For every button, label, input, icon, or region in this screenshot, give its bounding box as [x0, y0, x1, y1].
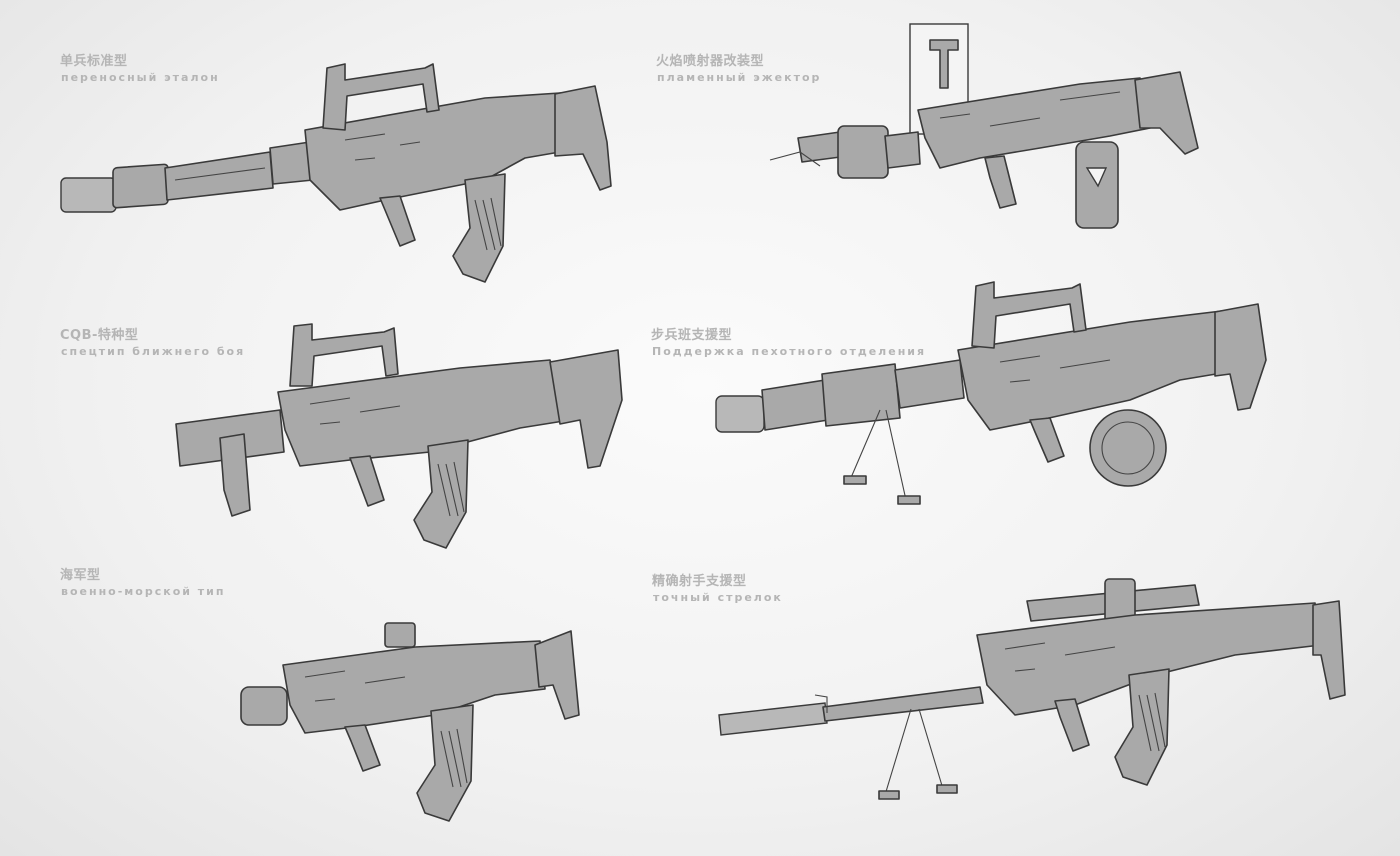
marksman-rifle-icon	[718, 578, 1346, 800]
squad-support-rifle-icon	[715, 281, 1267, 505]
variant-label-squad-support: 步兵班支援型 Поддержка пехотного отделения	[651, 324, 926, 358]
naval-carbine-icon	[240, 622, 580, 822]
variant-title-ru: пламенный эжектор	[657, 71, 822, 84]
variant-title-zh: 海军型	[60, 568, 101, 583]
flamethrower-rifle-icon	[769, 23, 1199, 229]
variant-title-ru: спецтип ближнего боя	[61, 345, 246, 358]
variant-title-ru: точный стрелок	[653, 591, 783, 604]
variant-label-standard: 单兵标准型 переносный эталон	[60, 50, 220, 84]
variant-label-cqb: CQB-特种型 спецтип ближнего боя	[60, 324, 245, 358]
variant-title-ru: переносный эталон	[61, 71, 220, 84]
variant-title-ru: Поддержка пехотного отделения	[652, 345, 927, 358]
variant-label-marksman: 精确射手支援型 точный стрелок	[652, 570, 783, 604]
variant-title-zh: 单兵标准型	[60, 54, 128, 69]
cqb-rifle-icon	[175, 323, 623, 549]
variant-title-ru: военно-морской тип	[61, 585, 226, 598]
variant-label-naval: 海军型 военно-морской тип	[60, 564, 226, 598]
variant-label-flamethrower: 火焰喷射器改装型 пламенный эжектор	[656, 50, 821, 84]
variant-title-zh: 步兵班支援型	[651, 328, 733, 343]
variant-title-zh: 火焰喷射器改装型	[656, 54, 765, 69]
variant-title-zh: CQB-特种型	[60, 328, 139, 343]
standard-rifle-icon	[60, 63, 612, 283]
variant-title-zh: 精确射手支援型	[652, 574, 747, 589]
